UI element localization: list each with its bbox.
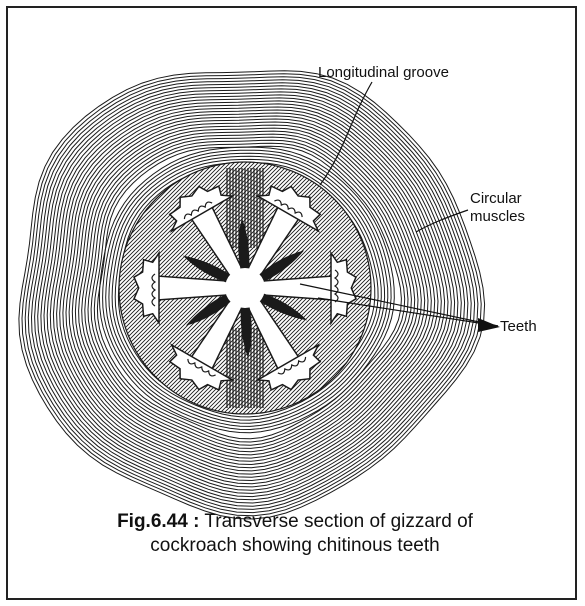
caption-line1: Fig.6.44 : Transverse section of gizzard…: [60, 510, 530, 534]
label-circular-muscles: Circular muscles: [470, 190, 570, 226]
figure-caption: Fig.6.44 : Transverse section of gizzard…: [60, 510, 530, 558]
caption-line2: cockroach showing chitinous teeth: [60, 534, 530, 558]
caption-number: Fig.6.44 :: [117, 511, 199, 532]
label-longitudinal-groove: Longitudinal groove: [318, 64, 449, 82]
label-circular-line2: muscles: [470, 208, 570, 226]
label-circular-line1: Circular: [470, 190, 570, 208]
lumen: [225, 268, 265, 308]
caption-text1: Transverse section of gizzard of: [199, 511, 473, 532]
teeth-arrowhead: [478, 318, 500, 332]
label-teeth: Teeth: [500, 318, 537, 336]
